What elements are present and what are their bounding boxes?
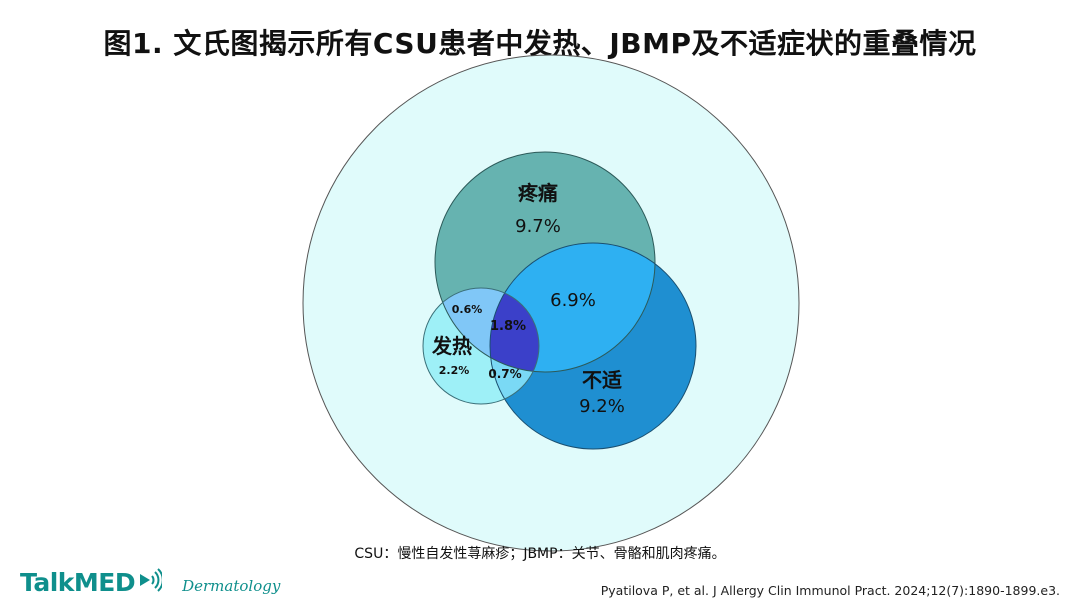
discomfort-only-value: 9.2%: [579, 396, 625, 417]
discomfort-circle-outline: [489, 242, 697, 450]
pain-only-value: 9.7%: [515, 216, 561, 237]
fever-only-value: 2.2%: [439, 364, 470, 377]
fever-pain-value: 0.6%: [452, 303, 483, 316]
logo-wordmark: TalkMED: [20, 567, 136, 597]
abbreviation-footnote: CSU：慢性自发性荨麻疹；JBMP：关节、骨骼和肌肉疼痛。: [354, 546, 726, 562]
center-value: 1.8%: [490, 319, 526, 334]
pain-discomfort-value: 6.9%: [550, 290, 596, 311]
citation: Pyatilova P, et al. J Allergy Clin Immun…: [600, 583, 1060, 598]
fever-discomfort-value: 0.7%: [488, 367, 521, 381]
fever-label: 发热: [431, 334, 472, 358]
fever-pain-overlap: [435, 288, 539, 372]
pain-circle-outline: [434, 151, 656, 373]
discomfort-label: 不适: [582, 368, 622, 392]
talkmed-logo: TalkMED Dermatology: [20, 562, 280, 602]
broadcast-icon: [140, 568, 163, 592]
fever-circle-outline: [422, 287, 540, 405]
pain-label: 疼痛: [518, 181, 558, 205]
dermatology-label: Dermatology: [182, 577, 281, 595]
pain-discomfort-overlap: [490, 243, 655, 372]
figure-title: 图1. 文氏图揭示所有CSU患者中发热、JBMP及不适症状的重叠情况: [103, 27, 977, 60]
